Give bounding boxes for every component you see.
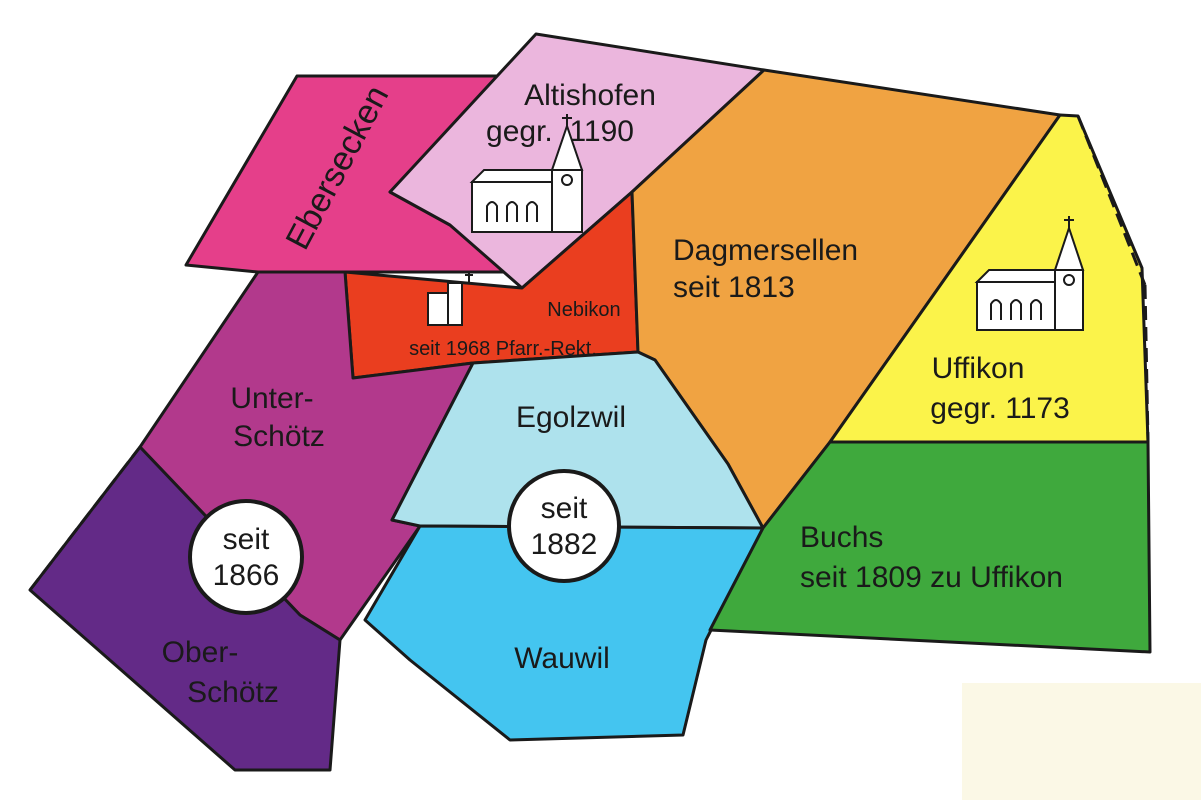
label-unter-schoetz-2: Schötz (233, 420, 325, 453)
label-nebikon-since: seit 1968 Pfarr.-Rekt. (409, 338, 597, 360)
badge-egolzwil-wauwil (507, 469, 621, 583)
church-icon (974, 216, 1085, 331)
label-buchs: Buchs (800, 521, 883, 554)
label-uffikon: Uffikon (932, 352, 1025, 385)
label-dagmersellen: Dagmersellen (673, 234, 858, 267)
badge-egolzwil-wauwil-line1: seit (541, 492, 588, 525)
dashed-boundary (1076, 115, 1147, 286)
label-ober-schoetz: Ober- (162, 636, 239, 669)
label-buchs-since: seit 1809 zu Uffikon (800, 561, 1063, 594)
badge-schoetz (188, 499, 304, 615)
region-egolzwil (390, 350, 765, 530)
badge-egolzwil-wauwil-line2: 1882 (531, 528, 598, 561)
church-icon (469, 114, 584, 233)
label-dagmersellen-since: seit 1813 (673, 271, 795, 304)
paper-corner (962, 683, 1201, 800)
region-buchs (708, 440, 1152, 654)
label-unter-schoetz: Unter- (230, 382, 313, 415)
label-egolzwil: Egolzwil (516, 401, 626, 434)
dashed-boundary (1143, 284, 1150, 443)
badge-schoetz-line2: 1866 (213, 559, 280, 592)
label-wauwil: Wauwil (514, 642, 610, 675)
chapel-icon (427, 272, 473, 326)
label-altishofen-founded: gegr. 1190 (486, 115, 634, 148)
label-nebikon: Nebikon (547, 299, 620, 321)
label-ober-schoetz-2: Schötz (187, 676, 279, 709)
label-altishofen: Altishofen (524, 79, 656, 112)
badge-schoetz-line1: seit (223, 523, 270, 556)
label-uffikon-founded: gegr. 1173 (930, 392, 1070, 425)
dashed-boundary (28, 446, 142, 591)
